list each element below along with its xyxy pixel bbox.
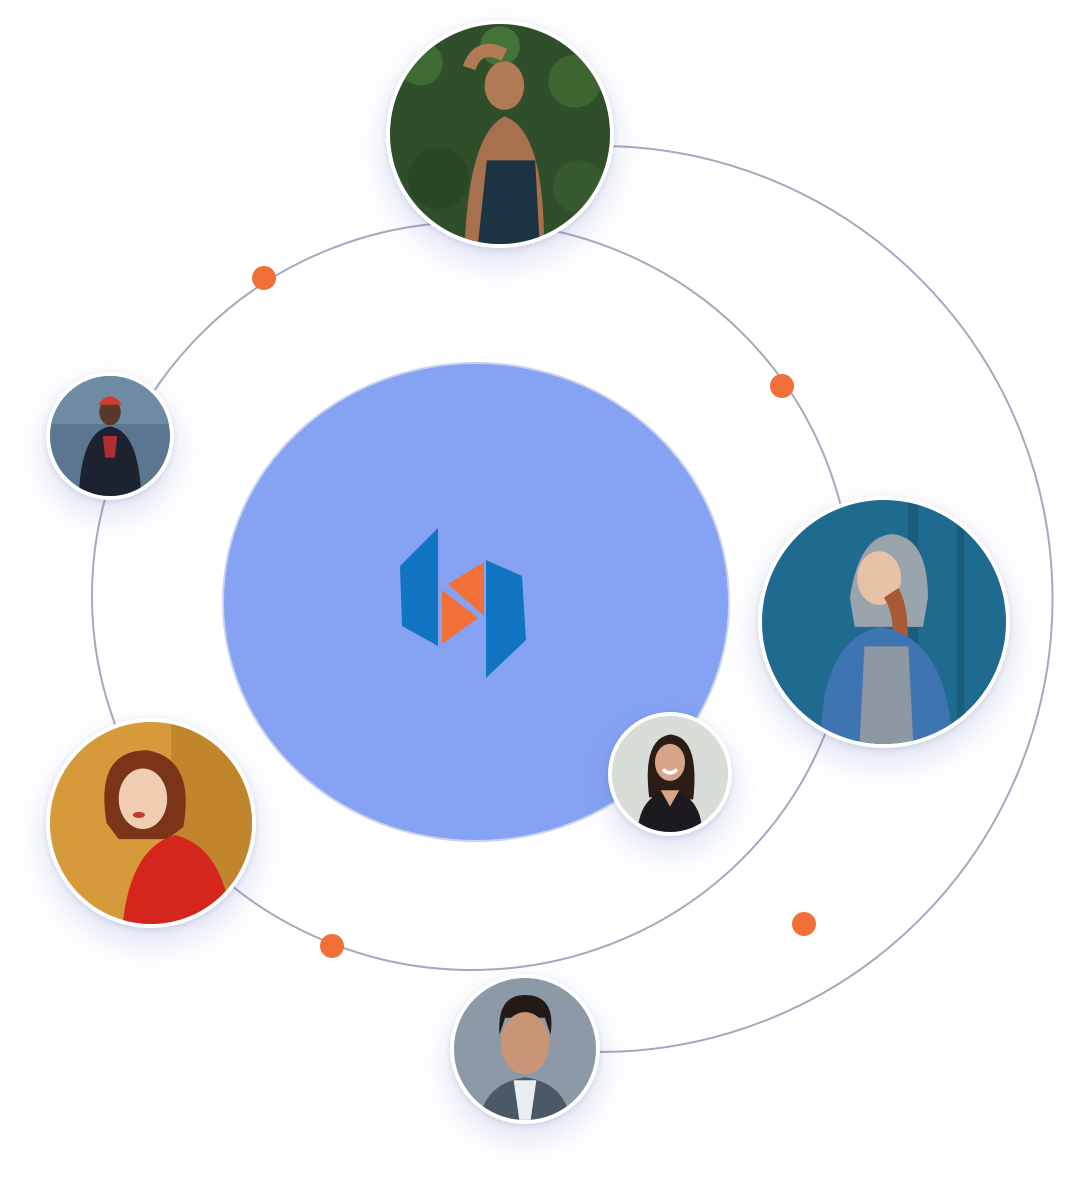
person-photo-icon bbox=[50, 722, 252, 924]
avatar-woman-red-sweater bbox=[46, 718, 256, 928]
orbit-dot bbox=[770, 374, 794, 398]
brand-logo-icon bbox=[400, 528, 526, 678]
orbit-dot bbox=[320, 934, 344, 958]
person-photo-icon bbox=[50, 376, 170, 496]
person-photo-icon bbox=[612, 716, 728, 832]
person-photo-icon bbox=[390, 24, 610, 244]
avatar-woman-leaves bbox=[386, 20, 614, 248]
avatar-woman-smiling bbox=[608, 712, 732, 836]
avatar-man-portrait bbox=[450, 974, 600, 1124]
avatar-woman-hoodie bbox=[758, 496, 1010, 748]
outer-orbit-arc bbox=[595, 145, 1054, 1054]
person-photo-icon bbox=[454, 978, 596, 1120]
orbit-dot bbox=[252, 266, 276, 290]
person-photo-icon bbox=[762, 500, 1006, 744]
orbit-dot bbox=[792, 912, 816, 936]
avatar-man-red-beanie bbox=[46, 372, 174, 500]
